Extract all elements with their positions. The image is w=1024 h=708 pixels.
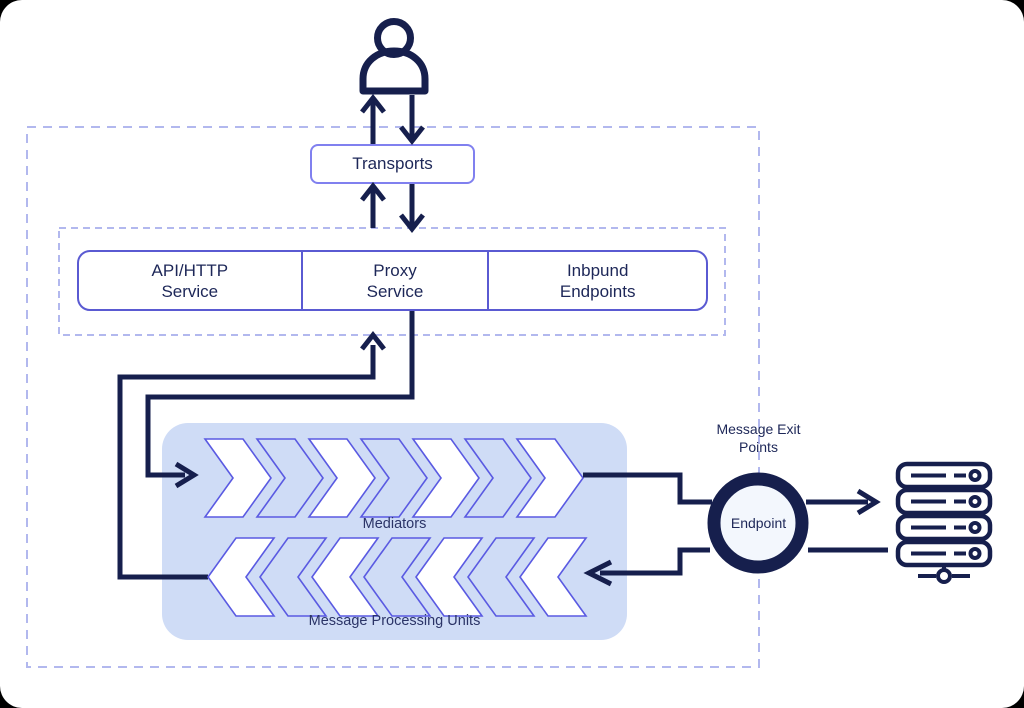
service-cell-inbound-endpoints: Inbpund Endpoints xyxy=(489,252,706,309)
service-label-line: Inbpund xyxy=(566,260,629,280)
user-transports-arrows xyxy=(360,93,425,146)
server-slab xyxy=(895,513,993,542)
service-cell-api-http: API/HTTP Service xyxy=(79,252,301,309)
server-stack-icon xyxy=(895,461,993,584)
service-label-line: Proxy xyxy=(373,260,417,280)
message-exit-points-label: Message Exit Points xyxy=(688,420,829,456)
server-slab xyxy=(895,487,993,516)
service-cell-proxy: Proxy Service xyxy=(300,252,490,309)
message-exit-points-line2: Points xyxy=(739,439,778,455)
message-exit-points-line1: Message Exit xyxy=(716,421,801,437)
mediators-label: Mediators xyxy=(362,516,427,532)
service-label-line: Endpoints xyxy=(559,281,636,301)
message-processing-units-label: Message Processing Units xyxy=(308,613,481,629)
person-icon xyxy=(359,18,429,95)
services-row-box: API/HTTP Service Proxy Service Inbpund E… xyxy=(77,250,708,311)
service-label-line: API/HTTP xyxy=(151,260,229,280)
service-label-line: Service xyxy=(366,281,424,301)
transports-label: Transports xyxy=(352,154,433,173)
transports-box: Transports xyxy=(310,144,475,184)
endpoint-label: Endpoint xyxy=(730,515,787,531)
server-slab xyxy=(895,461,993,490)
network-node-icon xyxy=(918,565,970,584)
service-label-line: Service xyxy=(161,281,219,301)
transports-services-arrows xyxy=(360,181,425,234)
server-slab xyxy=(895,539,993,568)
endpoint-to-server-arrow xyxy=(806,488,881,516)
